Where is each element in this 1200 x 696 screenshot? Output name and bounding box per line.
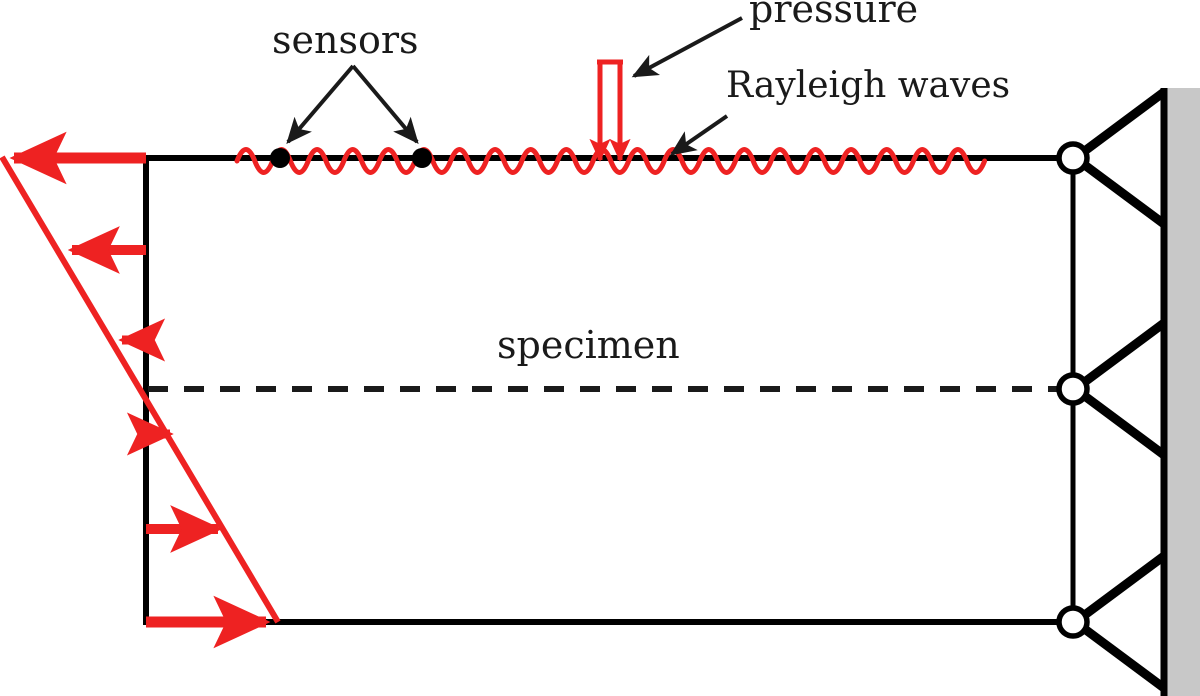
rayleigh-waves-label: Rayleigh waves (726, 65, 1010, 106)
stress-arrows-compression (9, 131, 166, 362)
specimen-label: specimen (497, 323, 680, 367)
sensors-leader-lines (286, 64, 419, 144)
pin-support-middle (1056, 319, 1167, 459)
specimen-body (143, 155, 1076, 625)
pressure-load-arrow (589, 59, 631, 162)
stress-distribution-envelope (0, 155, 281, 624)
support-wall (1160, 88, 1200, 696)
rayleigh-waves-leader-line (669, 114, 729, 156)
sensor-dot-2[interactable] (412, 148, 432, 168)
sensors-label: sensors (272, 18, 419, 62)
pin-support-top (1056, 88, 1167, 228)
pressure-leader-line (631, 16, 743, 78)
sensor-dot-1[interactable] (270, 148, 290, 168)
stress-arrows-tension (126, 412, 271, 649)
pin-support-bottom (1056, 552, 1167, 692)
pressure-label: pressure (749, 0, 918, 31)
